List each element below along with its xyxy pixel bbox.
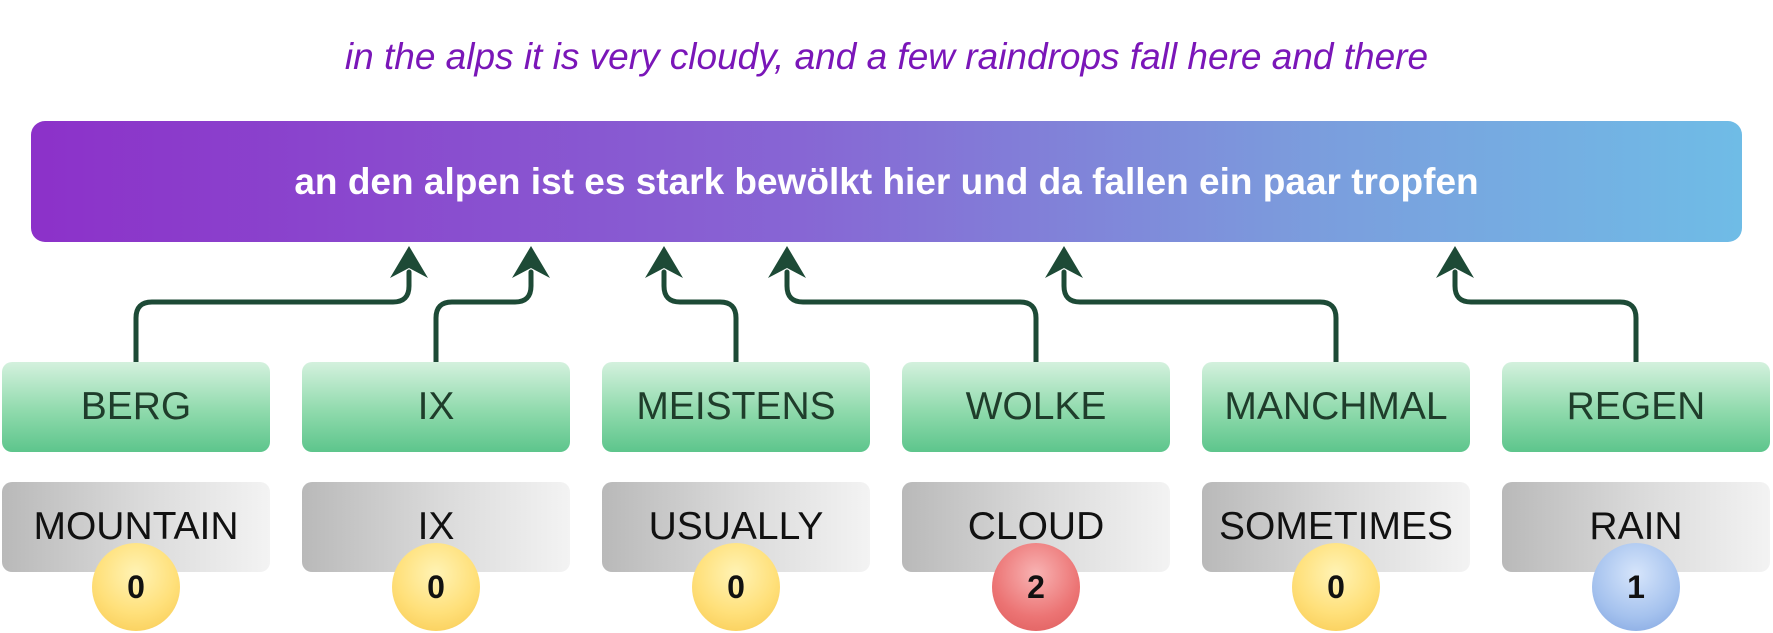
- gloss-label: MANCHMAL: [1224, 385, 1448, 428]
- gloss-label: IX: [417, 385, 455, 428]
- score-badge: 0: [692, 543, 780, 631]
- meaning-label: SOMETIMES: [1218, 505, 1454, 548]
- meaning-label: USUALLY: [648, 505, 824, 548]
- translation-text: in the alps it is very cloudy, and a few…: [344, 36, 1429, 77]
- gloss-label: MEISTENS: [636, 385, 836, 428]
- arrowhead-icon: [390, 246, 428, 278]
- meaning-box-usually: USUALLY: [602, 482, 870, 572]
- alignment-arrow-line: [433, 269, 534, 365]
- meaning-label: RAIN: [1589, 505, 1683, 548]
- gloss-label: BERG: [80, 385, 192, 428]
- gloss-box-regen: REGEN: [1502, 362, 1770, 452]
- sentence-text: an den alpen ist es stark bewölkt hier u…: [294, 160, 1479, 202]
- arrowhead-icon: [768, 246, 806, 278]
- alignment-arrow-line: [1452, 269, 1639, 365]
- score-badge: 1: [1592, 543, 1680, 631]
- meaning-label: CLOUD: [967, 505, 1105, 548]
- meaning-label: MOUNTAIN: [33, 505, 239, 548]
- meaning-label: IX: [417, 505, 455, 548]
- gloss-label: REGEN: [1566, 385, 1706, 428]
- arrowhead-icon: [1436, 246, 1474, 278]
- gloss-label: WOLKE: [965, 385, 1107, 428]
- gloss-box-ix: IX: [302, 362, 570, 452]
- alignment-arrow-line: [1061, 269, 1339, 365]
- arrowhead-icon: [512, 246, 550, 278]
- gloss-box-manchmal: MANCHMAL: [1202, 362, 1470, 452]
- score-badge: 0: [92, 543, 180, 631]
- alignment-arrow-line: [133, 269, 412, 365]
- sentence-bar: an den alpen ist es stark bewölkt hier u…: [31, 121, 1742, 242]
- gloss-box-wolke: WOLKE: [902, 362, 1170, 452]
- meaning-box-cloud: CLOUD: [902, 482, 1170, 572]
- score-badge: 0: [392, 543, 480, 631]
- score-badge: 0: [1292, 543, 1380, 631]
- gloss-box-berg: BERG: [2, 362, 270, 452]
- score-badge: 2: [992, 543, 1080, 631]
- arrowhead-icon: [645, 246, 683, 278]
- alignment-arrow-line: [661, 269, 739, 365]
- alignment-arrow-line: [784, 269, 1039, 365]
- gloss-box-meistens: MEISTENS: [602, 362, 870, 452]
- arrowhead-icon: [1045, 246, 1083, 278]
